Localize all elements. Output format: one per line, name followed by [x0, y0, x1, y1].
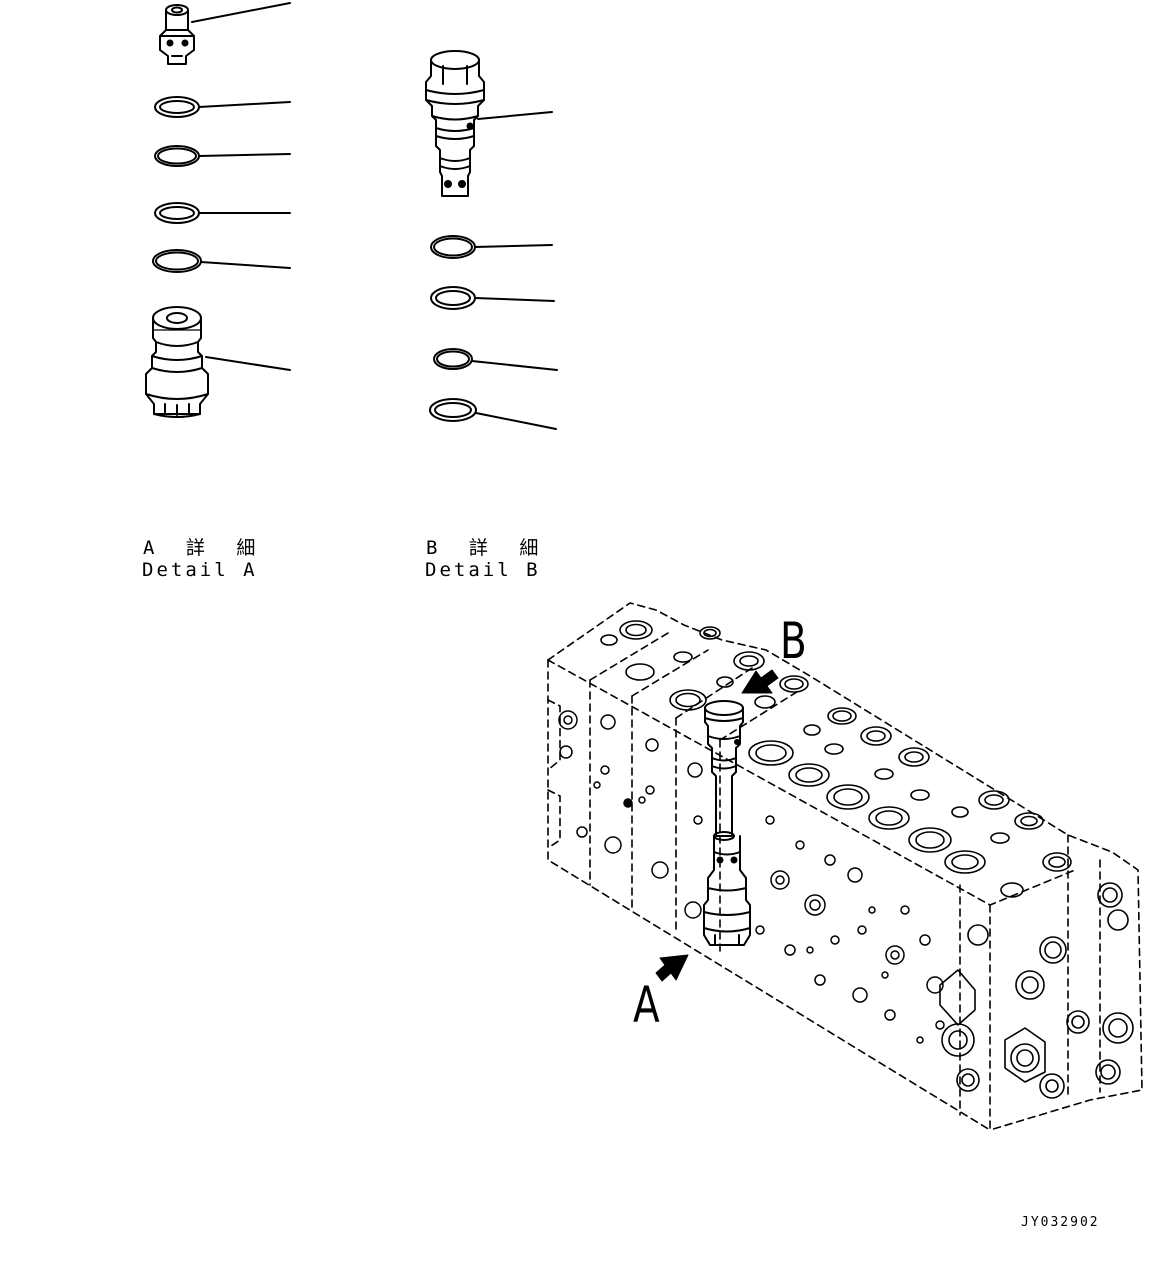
- leader-line: [191, 2, 291, 23]
- arrow-to-b: [741, 669, 779, 694]
- callout-a: A: [633, 976, 660, 1034]
- leader-line: [471, 360, 558, 371]
- leader-line: [474, 297, 555, 302]
- arrow-to-a: [655, 954, 689, 982]
- callout-b: B: [780, 612, 807, 670]
- detail-b-o-ring: [433, 348, 473, 370]
- drawing-code: JY032902: [1021, 1215, 1100, 1230]
- leader-line: [474, 244, 553, 248]
- installed-valve-b: [704, 700, 744, 837]
- detail-a-jp-label: A 詳 細: [143, 537, 266, 559]
- installed-valve-a: [703, 831, 751, 946]
- leader-line: [198, 153, 291, 157]
- detail-b-parts: [425, 50, 558, 430]
- detail-b-o-ring: [430, 235, 476, 259]
- detail-a-o-ring: [154, 145, 200, 167]
- detail-a-parts: [145, 2, 291, 418]
- detail-a-valve-body: [145, 306, 209, 418]
- detail-b-en-label: Detail B: [425, 559, 541, 581]
- detail-b-jp-label: B 詳 細: [426, 537, 549, 559]
- end-cap-bosses: [939, 882, 1134, 1099]
- top-face-ports: [600, 620, 1072, 898]
- leader-line: [477, 111, 553, 120]
- detail-a-o-ring: [152, 249, 202, 273]
- side-face-holes: [558, 710, 945, 1044]
- leader-line: [205, 356, 291, 371]
- detail-a-plug: [159, 4, 195, 65]
- detail-b-valve: [425, 50, 485, 197]
- detail-a-o-ring: [154, 202, 200, 224]
- detail-a-o-ring: [154, 96, 200, 118]
- leader-line: [198, 101, 291, 108]
- detail-b-o-ring: [430, 286, 476, 310]
- leader-line: [475, 412, 557, 430]
- control-valve-assembly: [547, 602, 1143, 1131]
- detail-b-o-ring: [429, 398, 477, 422]
- leader-line: [200, 261, 291, 269]
- detail-a-en-label: Detail A: [142, 559, 258, 581]
